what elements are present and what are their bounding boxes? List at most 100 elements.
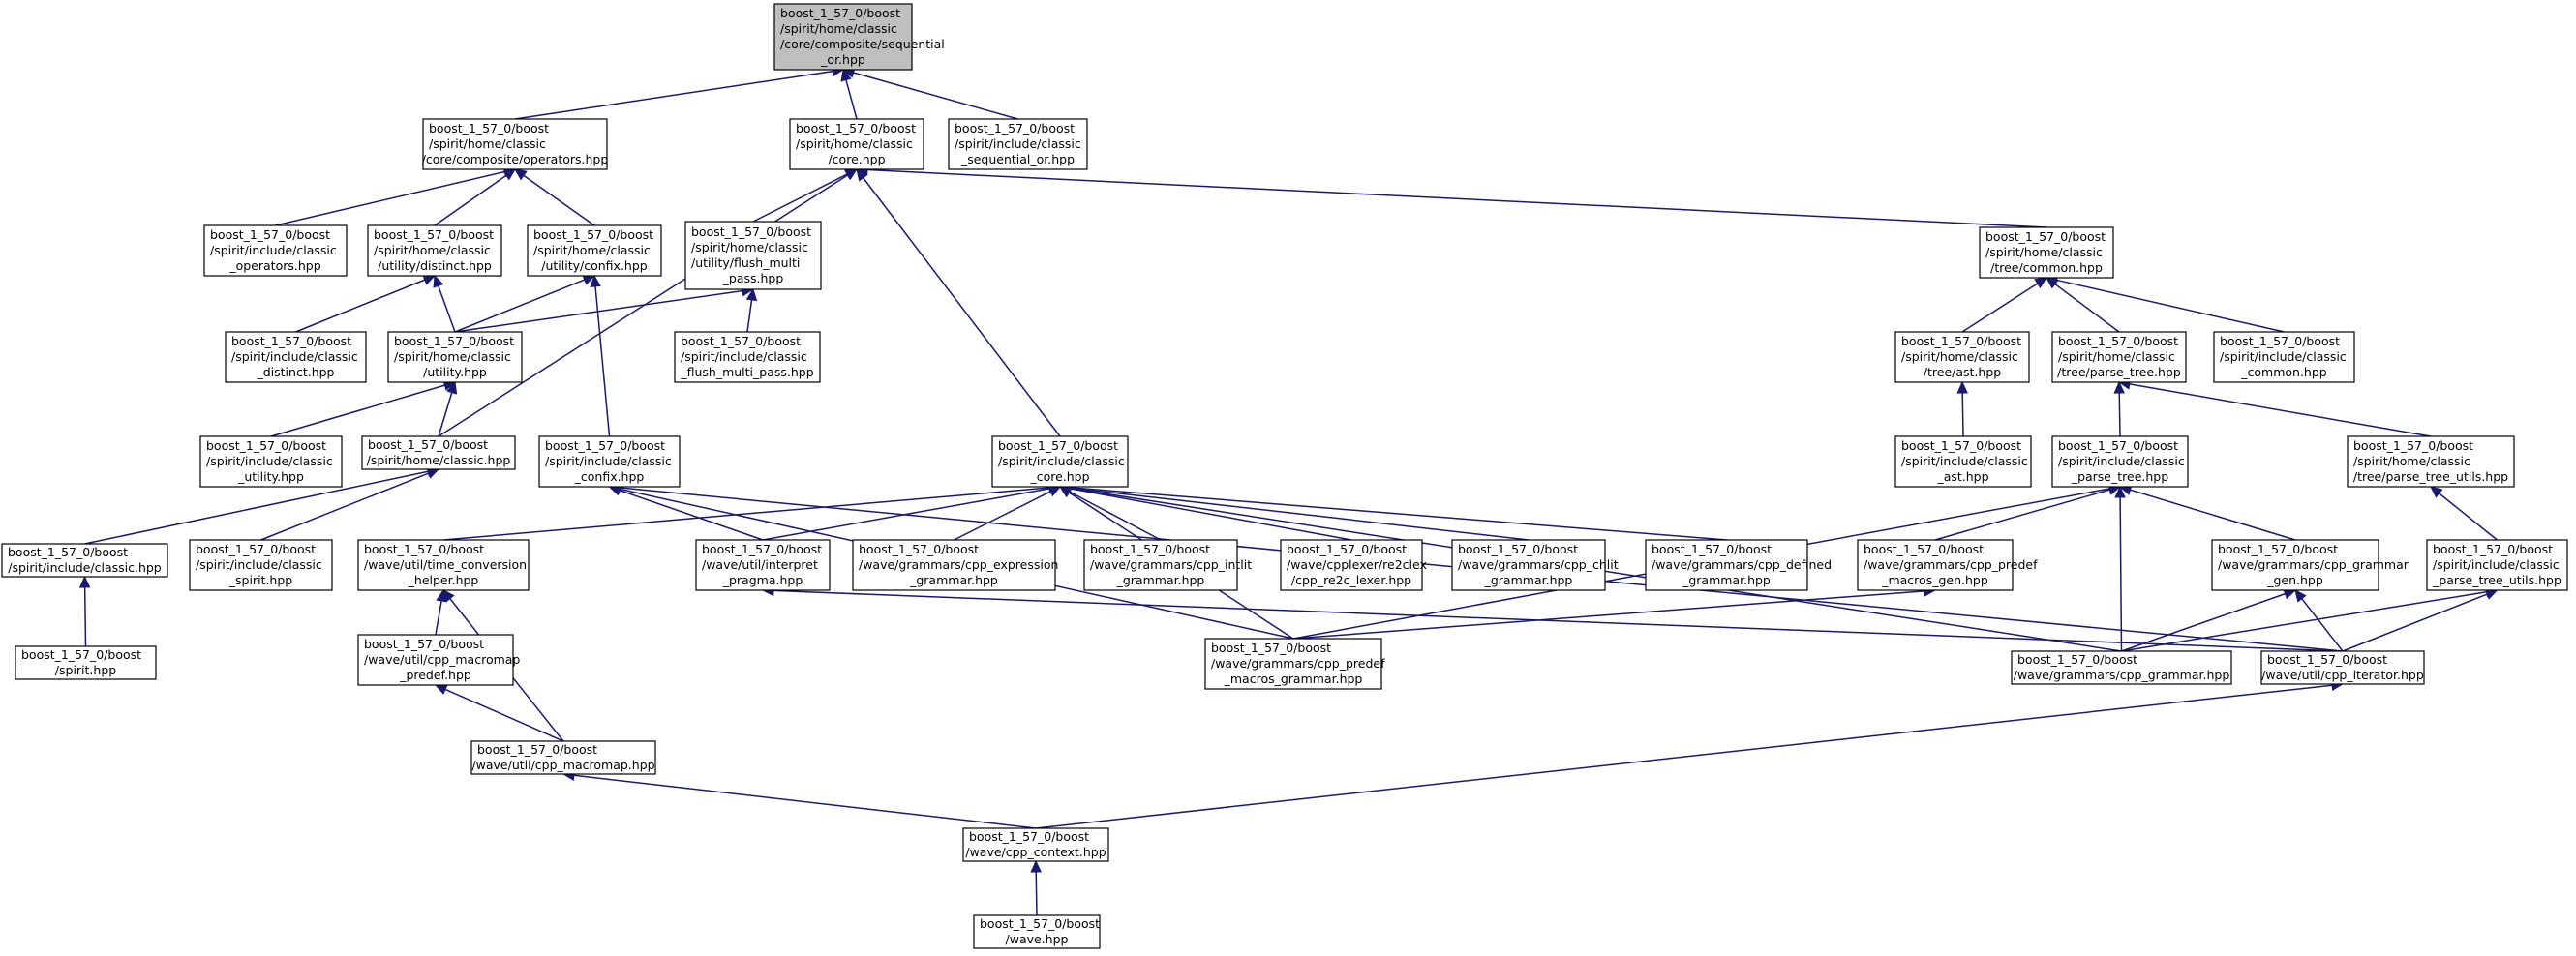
node-inc-utility[interactable]: boost_1_57_0/boost/spirit/include/classi…	[199, 435, 343, 488]
node-box[interactable]	[852, 539, 1056, 591]
node-inc-ast[interactable]: boost_1_57_0/boost/spirit/include/classi…	[1894, 435, 2032, 488]
node-box[interactable]	[199, 435, 343, 488]
node-label-line: boost_1_57_0/boost	[1985, 229, 2106, 244]
node-time-conv[interactable]: boost_1_57_0/boost/wave/util/time_conver…	[357, 539, 530, 591]
node-label-line: _spirit.hpp	[228, 573, 293, 587]
node-box[interactable]	[225, 331, 367, 383]
node-box[interactable]	[2211, 539, 2379, 591]
include-edge-inc_classic-to-classic_hpp	[84, 470, 429, 545]
node-macromap[interactable]: boost_1_57_0/boost/wave/util/cpp_macroma…	[470, 740, 656, 775]
node-spirit-hpp[interactable]: boost_1_57_0/boost/spirit.hpp	[15, 645, 157, 680]
node-box[interactable]	[1204, 638, 1382, 690]
node-seq-or[interactable]: boost_1_57_0/boost/spirit/home/classic/c…	[773, 3, 945, 71]
node-box[interactable]	[538, 435, 681, 488]
node-label-line: /core/composite/sequential	[780, 37, 945, 51]
node-box[interactable]	[1451, 539, 1606, 591]
node-box[interactable]	[357, 539, 530, 591]
node-box[interactable]	[1894, 435, 2032, 488]
node-macromap-predef[interactable]: boost_1_57_0/boost/wave/util/cpp_macroma…	[357, 634, 520, 686]
node-box[interactable]	[422, 118, 608, 170]
include-edge-inc_operators-to-operators	[275, 170, 505, 226]
node-label-line: /utility.hpp	[423, 365, 487, 379]
node-cpp-iterator[interactable]: boost_1_57_0/boost/wave/util/cpp_iterato…	[2260, 650, 2425, 685]
node-box[interactable]	[1894, 331, 2030, 383]
node-box[interactable]	[962, 827, 1109, 862]
node-predef-grammar[interactable]: boost_1_57_0/boost/wave/grammars/cpp_pre…	[1204, 638, 1385, 690]
node-box[interactable]	[1857, 539, 2014, 591]
node-wave-hpp[interactable]: boost_1_57_0/boost/wave.hpp	[973, 914, 1101, 949]
node-cpp-grammar[interactable]: boost_1_57_0/boost/wave/grammars/cpp_gra…	[2011, 650, 2232, 685]
node-inc-ptu[interactable]: boost_1_57_0/boost/spirit/include/classi…	[2426, 539, 2568, 591]
node-inc-spirit[interactable]: boost_1_57_0/boost/spirit/include/classi…	[189, 539, 333, 591]
node-label-line: /spirit/include/classic	[2220, 349, 2347, 364]
node-label-line: /spirit/include/classic	[998, 454, 1125, 468]
node-classic-hpp[interactable]: boost_1_57_0/boost/spirit/home/classic.h…	[361, 435, 516, 470]
node-label-line: boost_1_57_0/boost	[1458, 542, 1578, 556]
node-box[interactable]	[1645, 539, 1808, 591]
node-inc-flush[interactable]: boost_1_57_0/boost/spirit/include/classi…	[674, 331, 821, 383]
node-box[interactable]	[695, 539, 831, 591]
node-box[interactable]	[1083, 539, 1238, 591]
node-tree-common[interactable]: boost_1_57_0/boost/spirit/home/classic/t…	[1979, 226, 2114, 279]
node-cpp-context[interactable]: boost_1_57_0/boost/wave/cpp_context.hpp	[962, 827, 1109, 862]
node-cpp-intlit[interactable]: boost_1_57_0/boost/wave/grammars/cpp_int…	[1083, 539, 1252, 591]
node-box[interactable]	[1280, 539, 1423, 591]
node-parse-tree-utils[interactable]: boost_1_57_0/boost/spirit/home/classic/t…	[2347, 435, 2515, 488]
node-box[interactable]	[2213, 331, 2355, 383]
node-cpp-expr[interactable]: boost_1_57_0/boost/wave/grammars/cpp_exp…	[852, 539, 1058, 591]
include-edge-inc_common-to-tree_common	[2056, 279, 2285, 333]
include-edge-cpp_grammar-to-grammar_gen	[2121, 592, 2286, 652]
node-box[interactable]	[973, 914, 1101, 949]
node-flush-multi[interactable]: boost_1_57_0/boost/spirit/home/classic/u…	[684, 221, 822, 290]
node-inc-distinct[interactable]: boost_1_57_0/boost/spirit/include/classi…	[225, 331, 367, 383]
node-box[interactable]	[357, 634, 514, 686]
node-box[interactable]	[684, 221, 822, 290]
node-inc-operators[interactable]: boost_1_57_0/boost/spirit/include/classi…	[203, 224, 348, 277]
node-box[interactable]	[2347, 435, 2515, 488]
include-edge-interpret-to-inc_confix	[619, 489, 764, 541]
node-utility[interactable]: boost_1_57_0/boost/spirit/home/classic/u…	[387, 331, 523, 383]
node-interpret[interactable]: boost_1_57_0/boost/wave/util/interpret_p…	[695, 539, 831, 591]
node-box[interactable]	[2011, 650, 2232, 685]
node-box[interactable]	[948, 118, 1088, 170]
node-box[interactable]	[1, 543, 168, 578]
node-cpp-defined[interactable]: boost_1_57_0/boost/wave/grammars/cpp_def…	[1645, 539, 1832, 591]
node-box[interactable]	[361, 435, 516, 470]
node-re2c[interactable]: boost_1_57_0/boost/wave/cpplexer/re2clex…	[1280, 539, 1427, 591]
node-box[interactable]	[674, 331, 821, 383]
node-confix[interactable]: boost_1_57_0/boost/spirit/home/classic/u…	[527, 224, 662, 277]
node-parse-tree[interactable]: boost_1_57_0/boost/spirit/home/classic/t…	[2051, 331, 2187, 383]
node-distinct[interactable]: boost_1_57_0/boost/spirit/home/classic/u…	[367, 224, 502, 277]
node-inc-core[interactable]: boost_1_57_0/boost/spirit/include/classi…	[991, 435, 1129, 488]
node-box[interactable]	[470, 740, 656, 775]
node-box[interactable]	[387, 331, 523, 383]
node-inc-seq-or[interactable]: boost_1_57_0/boost/spirit/include/classi…	[948, 118, 1088, 170]
node-inc-confix[interactable]: boost_1_57_0/boost/spirit/include/classi…	[538, 435, 681, 488]
node-box[interactable]	[2426, 539, 2568, 591]
node-operators[interactable]: boost_1_57_0/boost/spirit/home/classic/c…	[422, 118, 609, 170]
node-grammar-gen[interactable]: boost_1_57_0/boost/wave/grammars/cpp_gra…	[2211, 539, 2409, 591]
node-label-line: boost_1_57_0/boost	[969, 829, 1089, 844]
node-tree-ast[interactable]: boost_1_57_0/boost/spirit/home/classic/t…	[1894, 331, 2030, 383]
node-box[interactable]	[189, 539, 333, 591]
node-box[interactable]	[367, 224, 502, 277]
node-box[interactable]	[15, 645, 157, 680]
node-box[interactable]	[773, 3, 913, 71]
node-predef-gen[interactable]: boost_1_57_0/boost/wave/grammars/cpp_pre…	[1857, 539, 2038, 591]
node-inc-common[interactable]: boost_1_57_0/boost/spirit/include/classi…	[2213, 331, 2355, 383]
node-box[interactable]	[991, 435, 1129, 488]
node-box[interactable]	[527, 224, 662, 277]
node-box[interactable]	[2051, 331, 2187, 383]
node-label-line: boost_1_57_0/boost	[210, 227, 330, 242]
arrow-head-icon	[2114, 485, 2126, 498]
node-box[interactable]	[2051, 435, 2189, 488]
node-inc-parse-tree[interactable]: boost_1_57_0/boost/spirit/include/classi…	[2051, 435, 2189, 488]
node-inc-classic[interactable]: boost_1_57_0/boost/spirit/include/classi…	[1, 543, 168, 578]
node-cpp-chlit[interactable]: boost_1_57_0/boost/wave/grammars/cpp_chl…	[1451, 539, 1619, 591]
node-box[interactable]	[1979, 226, 2114, 279]
node-box[interactable]	[203, 224, 348, 277]
node-box[interactable]	[789, 118, 924, 170]
node-box[interactable]	[2260, 650, 2425, 685]
include-edge-cpp_defined-to-inc_core	[1070, 487, 1727, 541]
node-core-hpp[interactable]: boost_1_57_0/boost/spirit/home/classic/c…	[789, 118, 924, 170]
